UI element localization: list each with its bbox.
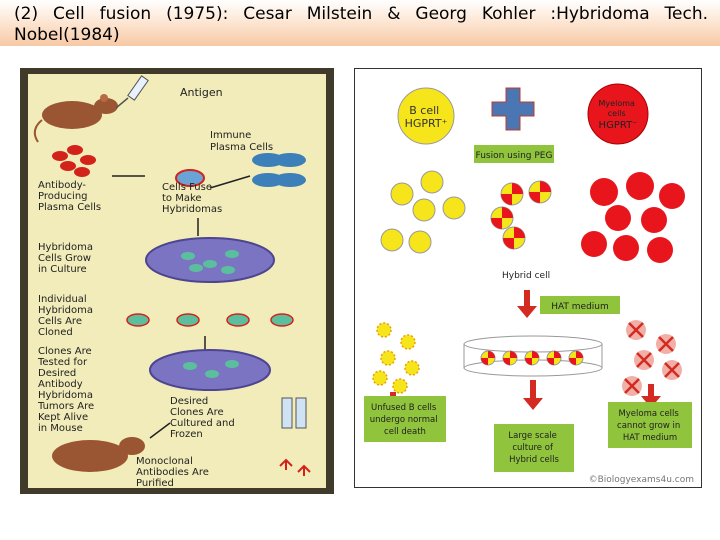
arrow-down-1: [517, 290, 537, 318]
fused-cells: [175, 169, 205, 187]
myeloma-cells-left: [252, 153, 306, 187]
label-b-cell: B cell HGPRT⁺: [405, 104, 448, 130]
label-hybridoma-grow: Hybridoma Cells Grow in Culture: [38, 242, 96, 275]
label-monoclonal: Monoclonal Antibodies Are Purified: [136, 456, 212, 489]
label-antibody-producing: Antibody- Producing Plasma Cells: [38, 180, 101, 213]
plus-icon: [491, 87, 535, 131]
label-desired-clones: Desired Clones Are Cultured and Frozen: [170, 396, 238, 440]
label-individual-cloned: Individual Hybridoma Cells Are Cloned: [38, 294, 96, 338]
culture-dish-1: [145, 237, 275, 283]
mouse-bottom-icon: [52, 437, 145, 472]
mouse-icon: [33, 94, 118, 143]
fusion-label-box: [474, 145, 554, 163]
myeloma-cannot-box: [608, 402, 692, 448]
cloned-cells: [126, 313, 294, 327]
dead-myeloma-cells: [622, 320, 682, 396]
unfused-b-box: [364, 396, 446, 442]
hybrid-cells-group: [490, 180, 552, 250]
spleen-cells: [52, 145, 96, 177]
label-unfused-b: Unfused B cells undergo normal cell deat…: [370, 403, 441, 437]
label-antigen: Antigen: [180, 86, 223, 99]
title-bar: (2) Cell fusion (1975): Cesar Milstein &…: [0, 0, 720, 46]
label-large-scale: Large scale culture of Hybrid cells: [508, 431, 559, 465]
frozen-tubes-icon: [281, 397, 307, 429]
arrow-down-center: [523, 380, 543, 410]
b-cell-icon: [397, 87, 455, 145]
right-hat-selection-diagram: B cell HGPRT⁺ Myeloma cells HGPRT⁻ Fusio…: [354, 68, 702, 488]
label-fusion: Fusion using PEG: [476, 151, 553, 161]
hat-medium-box: [540, 296, 620, 314]
b-cells-group: [380, 170, 466, 254]
hybrid-cells-in-dish: [480, 350, 584, 366]
myeloma-cell-icon: [587, 83, 649, 145]
syringe-icon: [115, 75, 149, 109]
label-myeloma-cannot: Myeloma cells cannot grow in HAT medium: [617, 409, 683, 443]
watermark: ©Biologyexams4u.com: [589, 475, 694, 485]
label-myeloma: Myeloma cells HGPRT⁻: [599, 99, 638, 131]
myeloma-cells-group: [581, 172, 685, 263]
label-tumors-kept: Hybridoma Tumors Are Kept Alive in Mouse: [37, 390, 97, 434]
label-hybrid-cell: Hybrid cell: [502, 271, 550, 281]
label-hat-medium: HAT medium: [551, 302, 609, 312]
label-clones-tested: Clones Are Tested for Desired Antibody: [37, 346, 95, 390]
dying-b-cells: [372, 322, 420, 394]
slide-title: (2) Cell fusion (1975): Cesar Milstein &…: [14, 4, 708, 45]
left-hybridoma-diagram: Antigen Immune Plasma Cells Antibody- Pr…: [20, 68, 334, 494]
label-cells-fuse: Cells Fuse to Make Hybridomas: [162, 182, 222, 215]
large-scale-box: [494, 424, 574, 472]
label-immune-plasma: Immune Plasma Cells: [210, 130, 273, 153]
antibody-icons: [279, 458, 311, 476]
culture-dish-2: [149, 349, 271, 391]
